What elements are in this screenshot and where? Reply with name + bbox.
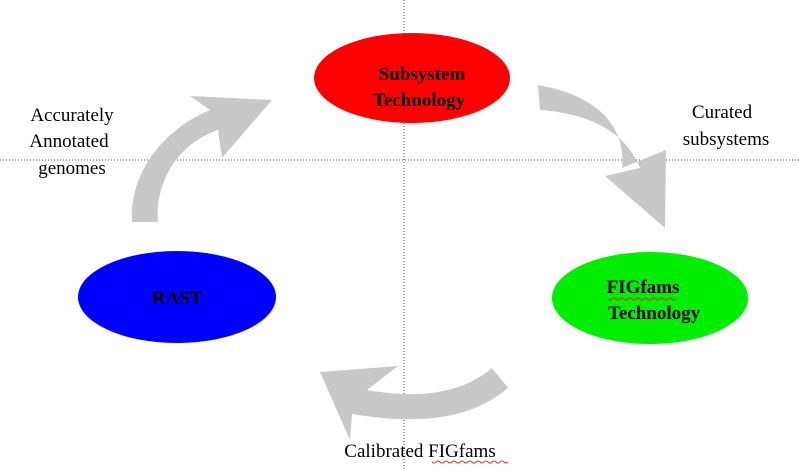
rast-ellipse — [78, 251, 276, 343]
figfams-technology-node: FIGfams Technology — [552, 252, 748, 344]
spellcheck-underline-calibrated — [431, 460, 509, 464]
figfams-technology-label-line2: Technology — [608, 303, 701, 324]
subsystem-technology-ellipse — [314, 33, 510, 123]
figfams-technology-ellipse — [552, 252, 748, 344]
curated-subsystems-label-line1: Curated — [692, 102, 753, 123]
figfams-technology-label-line1: FIGfams — [607, 277, 680, 298]
subsystem-technology-node: Subsystem Technology — [314, 33, 510, 123]
spellcheck-underline-figfams — [607, 297, 677, 301]
accurately-annotated-genomes-label-line1: Accurately — [30, 105, 114, 126]
curated-subsystems-label-line2: subsystems — [683, 129, 770, 150]
accurately-annotated-genomes-label-line3: genomes — [38, 158, 106, 179]
arrow-figfams-to-rast — [320, 366, 508, 440]
rast-label: RAST — [152, 288, 203, 309]
calibrated-figfams-label: Calibrated FIGfams — [344, 441, 495, 462]
subsystem-technology-label-line1: Subsystem — [379, 64, 466, 85]
rast-node: RAST — [78, 251, 276, 343]
arrow-rast-to-subsystem — [131, 96, 272, 222]
accurately-annotated-genomes-label-line2: Annotated — [29, 131, 109, 152]
arrow-subsystem-to-figfams — [538, 85, 666, 228]
subsystem-technology-label-line2: Technology — [373, 90, 466, 111]
